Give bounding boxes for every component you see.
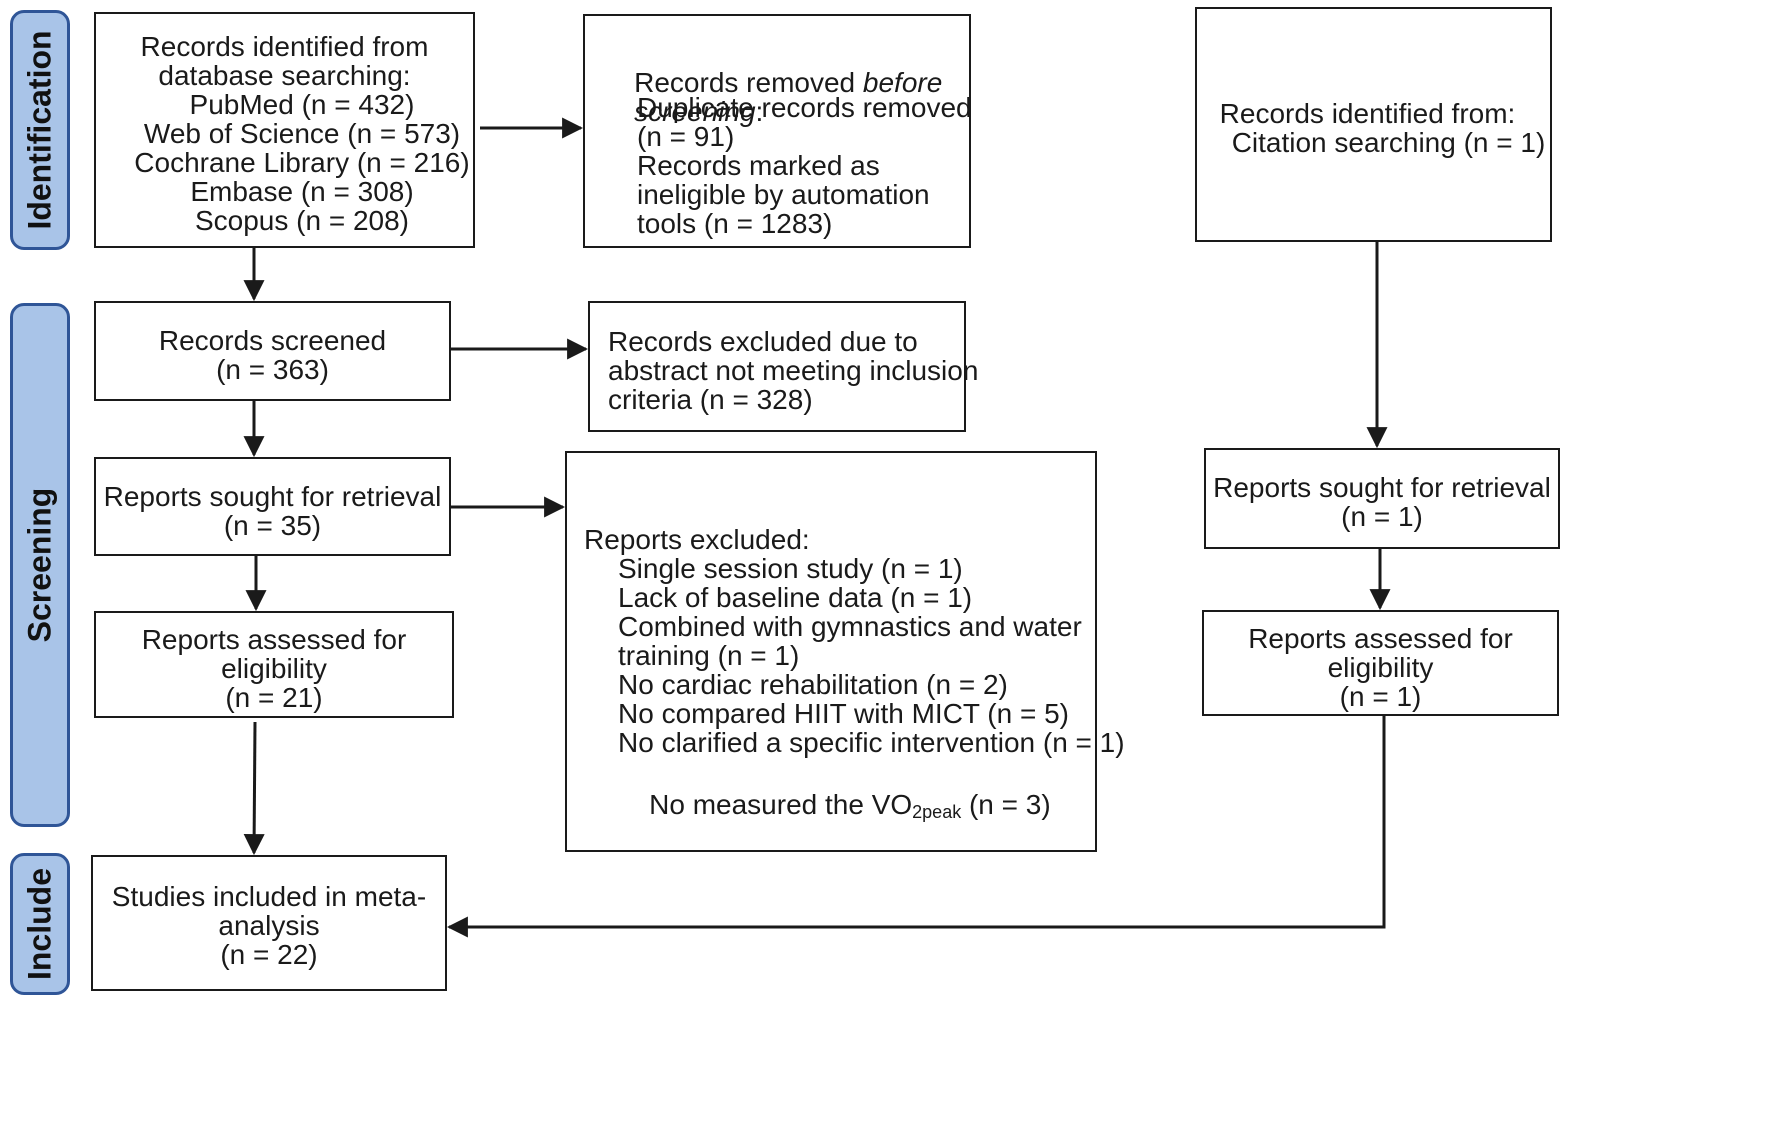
- db-source-embase: Embase (n = 308): [190, 176, 414, 207]
- removed-line-3: Records marked as: [637, 150, 880, 181]
- reports-sought-line-1: Reports sought for retrieval: [103, 481, 442, 512]
- reports-sought-box: [94, 457, 451, 556]
- vo2-suffix: (n = 3): [961, 789, 1051, 820]
- records-removed-screening: screening: [634, 96, 756, 127]
- studies-included-box: [91, 855, 447, 991]
- reports-assessed-box: [94, 611, 454, 718]
- reports-excluded-title: Reports excluded:: [584, 524, 810, 555]
- db-source-pubmed: PubMed (n = 432): [189, 89, 415, 120]
- db-source-cochrane: Cochrane Library (n = 216): [134, 147, 470, 178]
- records-screened-box: [94, 301, 451, 401]
- vo2-subscript: 2peak: [912, 802, 962, 822]
- stage-label-include: Include: [10, 853, 70, 995]
- reports-assessed-line-2: eligibility: [221, 653, 327, 684]
- citation-records-line-1: Records identified from:: [1219, 98, 1516, 129]
- records-removed-box: [583, 14, 971, 248]
- citation-records-line-2: Citation searching (n = 1): [1231, 127, 1546, 158]
- reports-assessed-line-3: (n = 21): [225, 682, 323, 713]
- citation-reports-assessed-box: [1202, 610, 1559, 716]
- studies-included-line-2: analysis: [218, 910, 320, 941]
- removed-line-4: ineligible by automation: [637, 179, 930, 210]
- removed-line-1: Duplicate records removed: [637, 92, 972, 123]
- reports-excluded-item-6: No compared HIIT with MICT (n = 5): [618, 698, 1069, 729]
- records-screened-line-1: Records screened: [158, 325, 387, 356]
- vo2-prefix: No measured the VO: [649, 789, 913, 820]
- citation-records-box: [1195, 7, 1552, 242]
- studies-included-line-1: Studies included in meta-: [111, 881, 427, 912]
- removed-line-2: (n = 91): [637, 121, 735, 152]
- excluded-abstract-line-2: abstract not meeting inclusion: [608, 355, 979, 386]
- arrow-citation-assessed-to-included: [446, 716, 1386, 938]
- citation-assessed-line-1: Reports assessed for: [1248, 623, 1513, 654]
- reports-assessed-line-1: Reports assessed for: [141, 624, 407, 655]
- db-source-scopus: Scopus (n = 208): [194, 205, 410, 236]
- arrow-assessed-to-included: [243, 721, 265, 856]
- citation-sought-line-2: (n = 1): [1341, 501, 1423, 532]
- records-removed-prefix: Records removed: [634, 67, 863, 98]
- database-records-title-1: Records identified from: [140, 31, 429, 62]
- reports-excluded-item-8: No measured the VO2peak (n = 3): [618, 755, 1051, 862]
- reports-excluded-item-2: Lack of baseline data (n = 1): [618, 582, 973, 613]
- records-removed-colon: :: [755, 96, 764, 127]
- stage-label-identification: Identification: [10, 10, 70, 250]
- stage-label-screening: Screening: [10, 303, 70, 827]
- reports-excluded-item-7: No clarified a specific intervention (n …: [618, 727, 1125, 758]
- citation-sought-line-1: Reports sought for retrieval: [1213, 472, 1551, 503]
- citation-assessed-line-2: eligibility: [1327, 652, 1434, 683]
- records-removed-before: before: [862, 67, 943, 98]
- citation-reports-sought-box: [1204, 448, 1560, 549]
- excluded-abstract-line-1: Records excluded due to: [608, 326, 918, 357]
- reports-excluded-box: [565, 451, 1097, 852]
- excluded-abstract-line-3: criteria (n = 328): [608, 384, 813, 415]
- db-source-web-of-science: Web of Science (n = 573): [143, 118, 461, 149]
- database-records-box: [94, 12, 475, 248]
- citation-assessed-line-3: (n = 1): [1339, 681, 1422, 712]
- records-screened-line-2: (n = 363): [216, 354, 329, 385]
- records-removed-title: Records removed before: [603, 33, 942, 132]
- reports-sought-line-2: (n = 35): [223, 510, 322, 541]
- reports-excluded-item-3: Combined with gymnastics and water: [618, 611, 1082, 642]
- records-excluded-abstract-box: [588, 301, 966, 432]
- database-records-title-2: database searching:: [158, 60, 411, 91]
- records-removed-title-2: screening:: [603, 62, 763, 161]
- reports-excluded-item-1: Single session study (n = 1): [618, 553, 963, 584]
- studies-included-line-3: (n = 22): [220, 939, 318, 970]
- reports-excluded-item-4: training (n = 1): [618, 640, 800, 671]
- removed-line-5: tools (n = 1283): [637, 208, 833, 239]
- reports-excluded-item-5: No cardiac rehabilitation (n = 2): [618, 669, 1008, 700]
